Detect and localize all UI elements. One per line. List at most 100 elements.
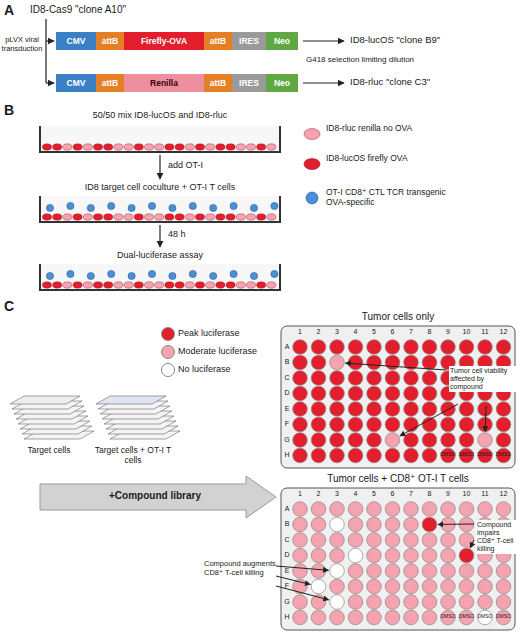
- grid-label: 4: [348, 490, 364, 498]
- plate-well: [348, 595, 363, 610]
- t-cell: [169, 272, 176, 279]
- plate-title: Tumor cells + CD8⁺ OT-I T cells: [282, 473, 514, 485]
- plate-well: [385, 595, 400, 610]
- plate-well: [330, 433, 345, 448]
- segment-label: Neo: [274, 78, 290, 88]
- rluc-cell: [185, 282, 194, 288]
- legend-text: OT-I CD8⁺ CTL TCR transgenic OVA-specifi…: [326, 188, 446, 208]
- construct-segment: CMV: [56, 74, 96, 92]
- plate-well: [404, 548, 419, 563]
- arrow: [159, 155, 160, 179]
- plate-well: [311, 579, 326, 594]
- t-cell: [67, 202, 74, 209]
- plate-well: [348, 517, 363, 532]
- arrow-label: +Compound library: [70, 490, 240, 502]
- plate-well: [293, 579, 308, 594]
- rluc-cell: [124, 282, 133, 288]
- grid-label: 10: [459, 490, 475, 498]
- plate-well: [496, 595, 511, 610]
- grid-label: 5: [366, 490, 382, 498]
- plate-well: [422, 448, 437, 463]
- rluc-cell: [267, 282, 276, 288]
- clone-label: ID8-rluc "clone C3": [350, 77, 518, 88]
- plate-well: [496, 340, 511, 355]
- plate-well: [367, 371, 382, 386]
- plate-well: [367, 386, 382, 401]
- grid-label: DMSO: [495, 614, 513, 620]
- plate-well: [385, 386, 400, 401]
- plate-well: [496, 433, 511, 448]
- process-note: G418 selection limiting dilution: [306, 55, 516, 64]
- lucos-cell: [216, 144, 225, 150]
- plate-well: [348, 533, 363, 548]
- grid-label: 11: [477, 490, 493, 498]
- plate-well: [441, 564, 456, 579]
- culture-well: [40, 126, 280, 152]
- plate-well: [441, 502, 456, 517]
- grid-label: C: [282, 536, 292, 544]
- legend-text: Peak luciferase: [178, 328, 278, 338]
- construct-segment: attB: [96, 74, 124, 92]
- rluc-cell: [246, 144, 255, 150]
- grid-label: A: [282, 505, 292, 513]
- segment-label: attB: [210, 36, 227, 46]
- plate-well: [404, 371, 419, 386]
- plate-well: [422, 402, 437, 417]
- panel-letter: C: [4, 298, 20, 314]
- plate-well: [422, 564, 437, 579]
- rluc-cell: [236, 282, 245, 288]
- lucos-cell: [53, 282, 62, 288]
- step-label: ID8 target cell coculture + OT-I T cells: [40, 182, 280, 192]
- leader-arrow: [276, 586, 329, 600]
- rluc-cell: [185, 214, 194, 220]
- plate-well: [330, 502, 345, 517]
- plate-well: [422, 517, 437, 532]
- plate-well: [478, 564, 493, 579]
- plate-well: [311, 517, 326, 532]
- plate-well: [367, 564, 382, 579]
- lucos-cell: [53, 144, 62, 150]
- segment-label: Renilla: [150, 78, 178, 88]
- grid-label: 9: [440, 490, 456, 498]
- plate-well: [441, 579, 456, 594]
- plate-well: [385, 517, 400, 532]
- plate-well: [330, 533, 345, 548]
- rluc-cell: [185, 144, 194, 150]
- plate-well: [478, 433, 493, 448]
- t-cell: [87, 204, 94, 211]
- plate-well: [311, 417, 326, 432]
- plate-well: [348, 371, 363, 386]
- plate-well: [330, 595, 345, 610]
- plate-well: [367, 595, 382, 610]
- rluc-cell: [206, 282, 215, 288]
- t-cell: [189, 270, 196, 277]
- plate-well: [293, 564, 308, 579]
- grid-label: 11: [477, 328, 493, 336]
- plate-well: [385, 564, 400, 579]
- segment-label: Firefly-OVA: [141, 36, 187, 46]
- grid-label: 1: [292, 328, 308, 336]
- grid-label: F: [282, 420, 292, 428]
- lucos-cell: [93, 282, 102, 288]
- plate-well: [367, 433, 382, 448]
- grid-label: DMSO: [476, 452, 494, 458]
- clone-label: ID8-lucOS "clone B9": [350, 35, 518, 46]
- segment-label: attB: [102, 36, 119, 46]
- construct-segment: attB: [204, 74, 232, 92]
- stacked-plate: [96, 396, 166, 404]
- t-cell: [46, 204, 53, 211]
- plate-well: [330, 610, 345, 625]
- plate-well: [311, 402, 326, 417]
- leader-arrow: [276, 566, 329, 570]
- plate-well: [348, 417, 363, 432]
- grid-label: 6: [385, 490, 401, 498]
- plate-well: [330, 517, 345, 532]
- construct-segment: CMV: [56, 32, 96, 50]
- well-plate: [281, 488, 515, 630]
- plate-well: [385, 548, 400, 563]
- plate-well: [404, 517, 419, 532]
- grid-label: G: [282, 436, 292, 444]
- plate-well: [404, 340, 419, 355]
- t-cell: [210, 204, 217, 211]
- plate-well: [496, 417, 511, 432]
